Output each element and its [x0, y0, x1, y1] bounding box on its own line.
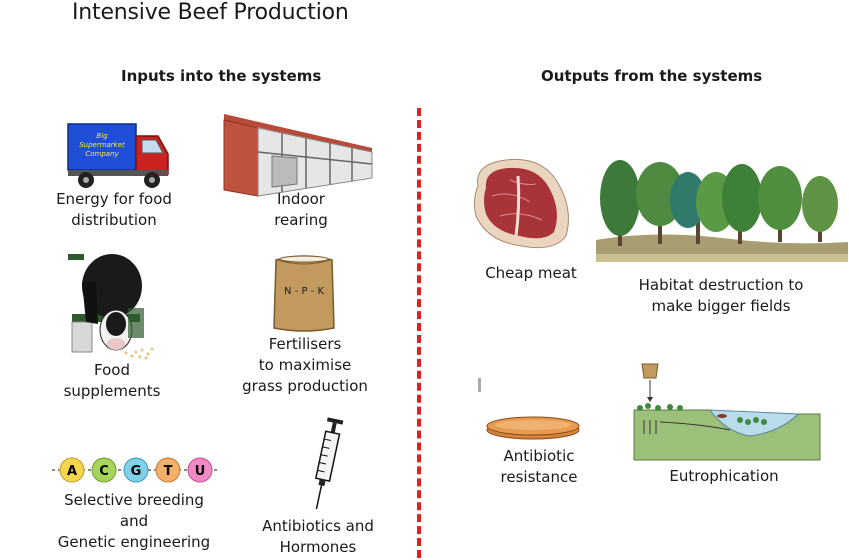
energy-label: Energy for food distribution	[56, 190, 172, 229]
eutrophication-label: Eutrophication	[669, 467, 779, 485]
meat-label: Cheap meat	[485, 264, 577, 282]
truck-text-2: Supermarket	[79, 141, 125, 149]
habitat-label: Habitat destruction to make bigger field…	[638, 276, 804, 315]
divider-line	[417, 108, 421, 558]
bag-text: N - P - K	[284, 286, 324, 297]
page-title: Intensive Beef Production	[72, 0, 349, 25]
outputs-heading: Outputs from the systems	[541, 67, 763, 85]
truck-text-1: Big	[96, 132, 108, 140]
cow-icon	[68, 254, 154, 360]
inputs-heading: Inputs into the systems	[121, 67, 322, 85]
antibiotics-label: Antibiotics and Hormones	[262, 517, 374, 556]
barn-icon	[223, 114, 373, 197]
dna-bases-icon: A C G T U	[52, 457, 218, 483]
eutrophication-icon	[633, 363, 821, 461]
truck-text-3: Company	[85, 150, 119, 158]
trees-icon	[596, 160, 848, 262]
resistance-label: Antibiotic resistance	[500, 447, 578, 486]
base-u: U	[195, 464, 206, 479]
base-c: C	[99, 464, 109, 479]
syringe-icon	[314, 417, 344, 510]
petri-dish-icon	[478, 378, 580, 440]
base-g: G	[131, 464, 142, 479]
steak-icon	[473, 158, 569, 249]
truck-icon: Big Supermarket Company	[67, 123, 169, 188]
food-label: Food supplements	[63, 361, 161, 400]
fertiliser-bag-icon: N - P - K	[273, 255, 335, 332]
breeding-label: Selective breeding and Genetic engineeri…	[57, 491, 211, 551]
base-t: T	[164, 464, 173, 479]
base-a: A	[67, 464, 77, 479]
indoor-label: Indoor rearing	[274, 190, 328, 229]
fertilisers-label: Fertilisers to maximise grass production	[242, 335, 368, 395]
